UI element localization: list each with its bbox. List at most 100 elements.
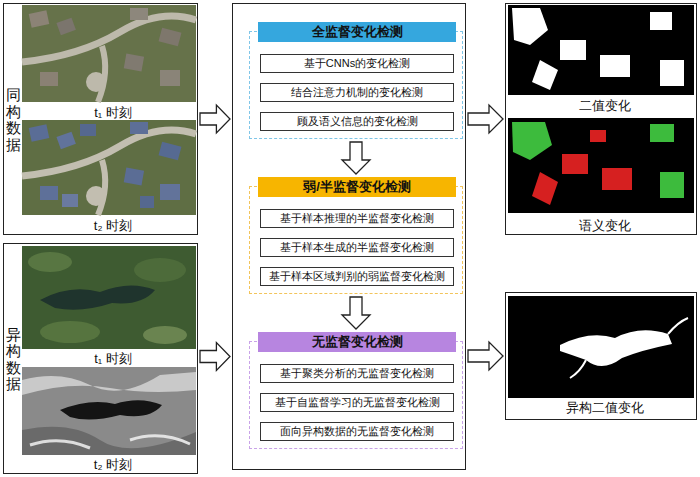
result-caption: 二值变化 bbox=[509, 97, 700, 115]
output-panel: 二值变化语义变化 bbox=[505, 3, 697, 235]
illustration-part bbox=[22, 367, 196, 455]
illustration-part bbox=[22, 246, 196, 349]
illustration-part bbox=[512, 8, 548, 45]
illustration-part bbox=[60, 400, 162, 419]
illustration-part bbox=[140, 196, 154, 208]
illustration-part bbox=[159, 28, 182, 47]
aerial-photo-t2 bbox=[22, 120, 196, 215]
illustration-part bbox=[508, 296, 694, 398]
aerial-photo-t1 bbox=[22, 5, 196, 102]
illustration-part bbox=[124, 168, 144, 186]
illustration-part bbox=[130, 122, 148, 134]
category-group: 全监督变化检测基于CNNs的变化检测结合注意力机制的变化检测顾及语义信息的变化检… bbox=[249, 31, 463, 139]
method-text-holder: 基于自监督学习的无监督变化检测 bbox=[261, 394, 453, 411]
hollow-arrow bbox=[342, 142, 370, 174]
hollow-arrow bbox=[468, 342, 503, 370]
category-title-holder: 弱/半监督变化检测 bbox=[258, 177, 456, 197]
illustration-part bbox=[40, 285, 155, 309]
hollow-arrow bbox=[200, 343, 230, 371]
category-group: 弱/半监督变化检测基于样本推理的半监督变化检测基于样本生成的半监督变化检测基于样… bbox=[249, 186, 463, 294]
illustration-part bbox=[650, 12, 672, 30]
illustration-part bbox=[560, 330, 672, 366]
illustration-part bbox=[160, 184, 180, 200]
illustration-part bbox=[40, 321, 100, 343]
method-box: 基于样本生成的半监督变化检测 bbox=[260, 238, 454, 257]
illustration-part bbox=[160, 70, 180, 86]
illustration-part bbox=[650, 124, 674, 142]
image-caption-holder: t₂ 时刻 bbox=[23, 217, 203, 235]
method-text-holder: 基于样本生成的半监督变化检测 bbox=[261, 239, 453, 256]
illustration-part bbox=[159, 142, 182, 161]
method-box: 结合注意力机制的变化检测 bbox=[260, 83, 454, 102]
method-text: 顾及语义信息的变化检测 bbox=[297, 114, 418, 129]
category-title: 无监督变化检测 bbox=[312, 333, 403, 351]
image-caption: t₁ 时刻 bbox=[23, 104, 203, 122]
illustration-part bbox=[130, 436, 190, 444]
illustration-part bbox=[508, 5, 694, 95]
semantic-change-map bbox=[508, 118, 694, 213]
illustration-part bbox=[660, 172, 684, 198]
method-text-holder: 基于样本区域判别的弱监督变化检测 bbox=[261, 268, 453, 285]
method-text-holder: 基于聚类分析的无监督变化检测 bbox=[261, 365, 453, 382]
sar-image-t2 bbox=[22, 367, 196, 455]
illustration-part bbox=[22, 427, 196, 455]
illustration-part bbox=[570, 360, 586, 378]
method-text-holder: 结合注意力机制的变化检测 bbox=[261, 84, 453, 101]
illustration-part bbox=[134, 258, 186, 282]
panel-label: 同构数据 bbox=[6, 87, 21, 153]
panel-label-holder: 同构数据 bbox=[6, 87, 21, 153]
illustration-part bbox=[562, 154, 588, 174]
method-box: 基于样本区域判别的弱监督变化检测 bbox=[260, 267, 454, 286]
illustration-part bbox=[62, 194, 78, 207]
output-panel: 异构二值变化 bbox=[505, 292, 697, 420]
image-caption: t₂ 时刻 bbox=[23, 456, 203, 474]
illustration-part bbox=[532, 60, 558, 90]
result-caption-holder: 语义变化 bbox=[509, 217, 700, 235]
illustration-part bbox=[28, 252, 72, 272]
illustration-part bbox=[29, 124, 50, 141]
input-panel: 异构数据t₁ 时刻t₂ 时刻 bbox=[3, 243, 198, 474]
image-caption-holder: t₂ 时刻 bbox=[23, 456, 203, 474]
illustration-part bbox=[40, 72, 58, 86]
method-box: 基于样本推理的半监督变化检测 bbox=[260, 209, 454, 228]
category-title-holder: 全监督变化检测 bbox=[258, 22, 456, 42]
illustration-part bbox=[22, 5, 196, 102]
illustration-part bbox=[668, 318, 688, 334]
image-caption-holder: t₁ 时刻 bbox=[23, 104, 203, 122]
illustration-part bbox=[56, 18, 75, 36]
panel-label: 异构数据 bbox=[6, 327, 21, 393]
illustration-part bbox=[30, 441, 90, 448]
illustration-part bbox=[660, 60, 684, 86]
method-text-holder: 顾及语义信息的变化检测 bbox=[261, 113, 453, 130]
illustration-part bbox=[508, 118, 694, 213]
hollow-arrow bbox=[342, 297, 370, 329]
method-box: 基于自监督学习的无监督变化检测 bbox=[260, 393, 454, 412]
illustration-part bbox=[86, 72, 106, 92]
illustration-part bbox=[512, 122, 552, 160]
illustration-part bbox=[130, 8, 148, 20]
method-text: 基于样本生成的半监督变化检测 bbox=[280, 240, 434, 255]
optical-image-t1 bbox=[22, 246, 196, 349]
hollow-arrow bbox=[468, 105, 503, 133]
method-text: 面向异构数据的无监督变化检测 bbox=[280, 424, 434, 439]
method-text: 基于样本区域判别的弱监督变化检测 bbox=[269, 269, 445, 284]
illustration-part bbox=[602, 168, 632, 190]
method-text-holder: 面向异构数据的无监督变化检测 bbox=[261, 423, 453, 440]
image-caption: t₁ 时刻 bbox=[23, 350, 203, 368]
method-box: 面向异构数据的无监督变化检测 bbox=[260, 422, 454, 441]
heterogeneous-change-map bbox=[508, 296, 694, 398]
method-box: 顾及语义信息的变化检测 bbox=[260, 112, 454, 131]
illustration-part bbox=[532, 172, 558, 205]
result-caption-holder: 二值变化 bbox=[509, 97, 700, 115]
method-box: 基于CNNs的变化检测 bbox=[260, 54, 454, 73]
image-caption-holder: t₁ 时刻 bbox=[23, 350, 203, 368]
illustration-part bbox=[590, 130, 606, 142]
illustration-part bbox=[40, 186, 58, 200]
method-panel: 全监督变化检测基于CNNs的变化检测结合注意力机制的变化检测顾及语义信息的变化检… bbox=[232, 3, 466, 470]
illustration-part bbox=[560, 40, 586, 60]
result-caption-holder: 异构二值变化 bbox=[509, 399, 700, 417]
method-text: 基于样本推理的半监督变化检测 bbox=[280, 211, 434, 226]
illustration-part bbox=[22, 372, 196, 395]
category-title: 全监督变化检测 bbox=[312, 23, 403, 41]
